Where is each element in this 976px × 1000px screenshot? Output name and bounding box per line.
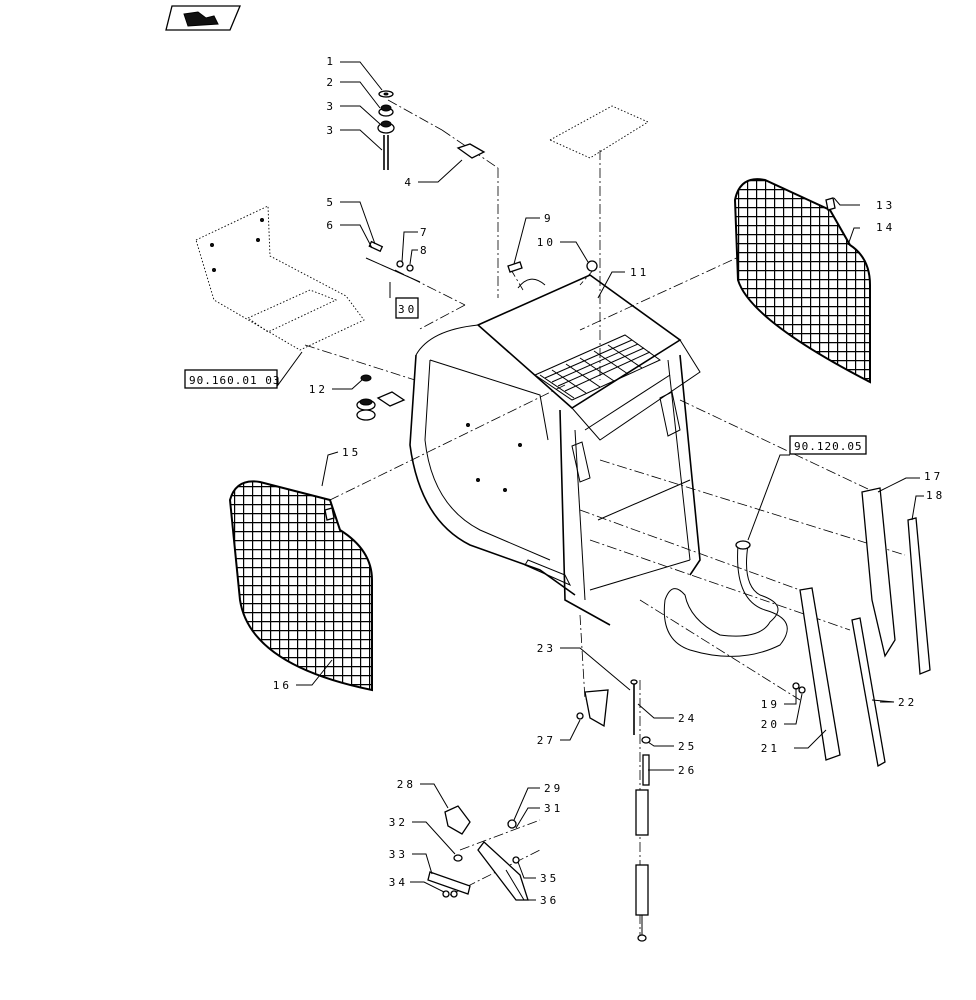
leader-lines [277, 61, 924, 901]
ref-30-label: 30 [398, 303, 417, 316]
ref-box-30[interactable]: 30 [395, 297, 419, 319]
callout-28: 10 [537, 236, 556, 249]
clip-3b [825, 197, 836, 211]
callout-16: 32 [389, 816, 408, 829]
callout-23: 3 [326, 100, 336, 113]
callout-34: 7 [420, 226, 430, 239]
callout-33: 8 [420, 244, 430, 257]
clip-3a [324, 507, 335, 521]
callout-20: 12 [309, 383, 328, 396]
callout-17: 25 [678, 740, 697, 753]
hose [663, 540, 788, 657]
isolator-stack [377, 90, 395, 170]
callout-8: 19 [761, 698, 780, 711]
callout-12: 28 [397, 778, 416, 791]
callout-36: 23 [537, 642, 556, 655]
callout-19: 27 [537, 734, 556, 747]
callout-15: 34 [389, 876, 408, 889]
callout-26: 11 [630, 266, 649, 279]
ref-box-floor[interactable]: 90.160.01 03 [184, 369, 280, 389]
callout-5: 21 [761, 742, 780, 755]
gas-spring [576, 679, 651, 942]
callout-35: 26 [678, 764, 697, 777]
bracket-22 [456, 143, 486, 159]
callout-7: 22 [898, 696, 917, 709]
callout-3a: 13 [876, 199, 895, 212]
callout-25: 2 [326, 76, 336, 89]
trim-strips [792, 487, 931, 768]
cab-frame [409, 274, 701, 626]
callout-10: 36 [540, 894, 559, 907]
callout-31: 5 [326, 196, 336, 209]
callout-18: 24 [678, 712, 697, 725]
isolator-20 [356, 374, 406, 421]
side-screen-1 [228, 480, 373, 692]
callout-22: 4 [404, 176, 414, 189]
callout-2: 14 [876, 221, 895, 234]
callout-32: 6 [326, 219, 336, 232]
callout-13: 29 [544, 782, 563, 795]
ref-hose-label: 90.120.05 [794, 440, 863, 453]
floor-plate [195, 205, 365, 351]
side-screen-2 [733, 178, 871, 384]
ref-box-hose[interactable]: 90.120.05 [789, 435, 867, 455]
callout-14: 35 [540, 872, 559, 885]
callout-1: 16 [273, 679, 292, 692]
latch-parts [427, 805, 529, 901]
callout-6: 18 [926, 489, 945, 502]
navigation-arrow-icon[interactable] [165, 5, 241, 31]
callout-3b: 15 [342, 446, 361, 459]
callout-24: 3 [326, 124, 336, 137]
callout-11: 33 [389, 848, 408, 861]
bolts-27-28 [507, 260, 598, 273]
callout-29: 31 [544, 802, 563, 815]
callout-labels: 1 2 3 3 4 5 6 7 8 9 10 11 12 13 14 15 16… [273, 55, 945, 907]
pins-group [365, 240, 421, 283]
callout-21: 1 [326, 55, 336, 68]
callout-4: 17 [924, 470, 943, 483]
callout-27: 9 [544, 212, 554, 225]
callout-9: 20 [761, 718, 780, 731]
ref-floor-label: 90.160.01 03 [189, 374, 280, 387]
roof-window [548, 105, 649, 159]
